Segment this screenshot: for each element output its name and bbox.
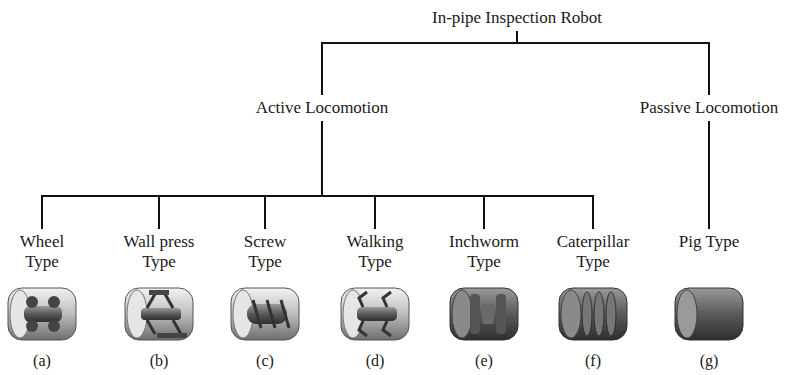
node-text: Screw Type <box>225 232 305 272</box>
figure-letter: (g) <box>700 352 719 370</box>
node-text: Wall press Type <box>113 232 205 272</box>
tree-node: Walking Type <box>335 232 415 272</box>
figure-letter: (a) <box>33 352 51 370</box>
tree-line <box>42 121 322 229</box>
tree-line <box>708 121 710 229</box>
tree-node: Wall press Type <box>113 232 205 272</box>
inchworm-robot <box>450 288 518 340</box>
tree-node: Screw Type <box>225 232 305 272</box>
node-text: Walking Type <box>335 232 415 272</box>
node-text: Inchworm Type <box>438 232 530 272</box>
tree-node: Pig Type <box>669 232 749 252</box>
figure-letter: (e) <box>475 352 493 370</box>
tree-line <box>265 121 322 229</box>
node-text: Pig Type <box>669 232 749 252</box>
node-text: Caterpillar Type <box>545 232 641 272</box>
node-text: Wheel Type <box>2 232 82 272</box>
wall-press-robot <box>125 288 193 340</box>
figure-letter: (c) <box>256 352 274 370</box>
tree-node: Caterpillar Type <box>545 232 641 272</box>
wheel-robot <box>8 288 76 340</box>
tree-node: In-pipe Inspection Robot <box>432 8 602 28</box>
tree-line <box>322 121 375 229</box>
caterpillar-robot <box>559 288 627 340</box>
tree-node: Wheel Type <box>2 232 82 272</box>
tree-node: Active Locomotion <box>256 98 389 118</box>
tree-line <box>322 31 517 95</box>
tree-node: Inchworm Type <box>438 232 530 272</box>
tree-line <box>322 121 593 229</box>
tree-line <box>322 121 484 229</box>
tree-node: Passive Locomotion <box>640 98 778 118</box>
figure-letter: (b) <box>150 352 169 370</box>
node-text: Passive Locomotion <box>640 98 778 118</box>
tree-line <box>159 121 322 229</box>
tree-line <box>517 31 709 95</box>
figure-letter: (d) <box>366 352 385 370</box>
node-text: Active Locomotion <box>256 98 389 118</box>
pig-robot <box>675 288 743 340</box>
walking-robot <box>341 288 409 340</box>
figure-letter: (f) <box>585 352 601 370</box>
screw-robot <box>231 288 299 340</box>
node-text: In-pipe Inspection Robot <box>432 8 602 28</box>
